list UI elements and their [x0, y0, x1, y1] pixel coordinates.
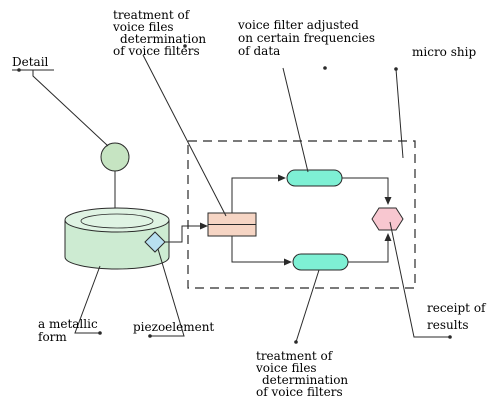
svg-text:on certain frequencies: on certain frequencies	[238, 31, 375, 45]
svg-text:voice filter adjusted: voice filter adjusted	[237, 18, 359, 32]
svg-text:of voice filters: of voice filters	[256, 385, 343, 399]
treatment-bottom-callout-line	[295, 269, 320, 343]
svg-text:voice files: voice files	[112, 20, 174, 34]
svg-text:treatment of: treatment of	[256, 349, 334, 363]
metallic-form-cylinder	[64, 207, 170, 270]
label-treatment-top: treatment of voice files determination o…	[112, 8, 206, 58]
processor-block	[207, 212, 257, 237]
label-micro-ship: micro ship	[412, 45, 476, 59]
label-treatment-bottom: treatment of voice files determination o…	[255, 349, 348, 399]
svg-text:of voice filters: of voice filters	[113, 44, 200, 58]
branch-to-top-filter	[231, 174, 286, 213]
top-filter-to-receipt	[342, 177, 392, 205]
piezoelement-diamond	[144, 231, 166, 253]
metallic-form-callout-line	[74, 265, 101, 334]
label-piezoelement: piezoelement	[133, 320, 214, 334]
bottom-filter-to-receipt	[348, 233, 392, 263]
svg-text:a metallic: a metallic	[38, 317, 98, 331]
svg-text:results: results	[427, 318, 469, 332]
treatment-top-callout-line	[142, 54, 227, 217]
svg-text:receipt of: receipt of	[427, 301, 487, 315]
svg-text:of data: of data	[238, 44, 280, 58]
detail-circle	[100, 142, 130, 172]
svg-text:treatment of: treatment of	[113, 8, 191, 22]
label-metallic-form: a metallic form	[38, 317, 98, 344]
voice-filter-top	[286, 169, 343, 187]
micro-ship-callout-line	[395, 68, 404, 159]
callout-lines	[32, 54, 450, 343]
label-voice-filter: voice filter adjusted on certain frequen…	[237, 18, 375, 58]
label-receipt: receipt of results	[427, 301, 487, 332]
piezo-callout-line	[150, 248, 185, 337]
detail-callout-line	[32, 70, 109, 147]
voice-filter-callout-line	[282, 67, 309, 173]
piezo-to-processor-connector	[165, 222, 208, 243]
svg-text:determination: determination	[120, 32, 206, 46]
svg-text:voice files: voice files	[255, 361, 317, 375]
branch-to-bottom-filter	[231, 236, 292, 266]
receipt-callout-line	[389, 221, 450, 338]
svg-text:determination: determination	[262, 373, 348, 387]
micro-ship-boundary	[187, 140, 416, 289]
leader-dots	[17, 44, 452, 344]
label-detail: Detail	[12, 55, 49, 69]
receipt-hexagon	[371, 207, 404, 231]
svg-text:form: form	[38, 330, 67, 344]
voice-filter-bottom	[292, 253, 349, 271]
